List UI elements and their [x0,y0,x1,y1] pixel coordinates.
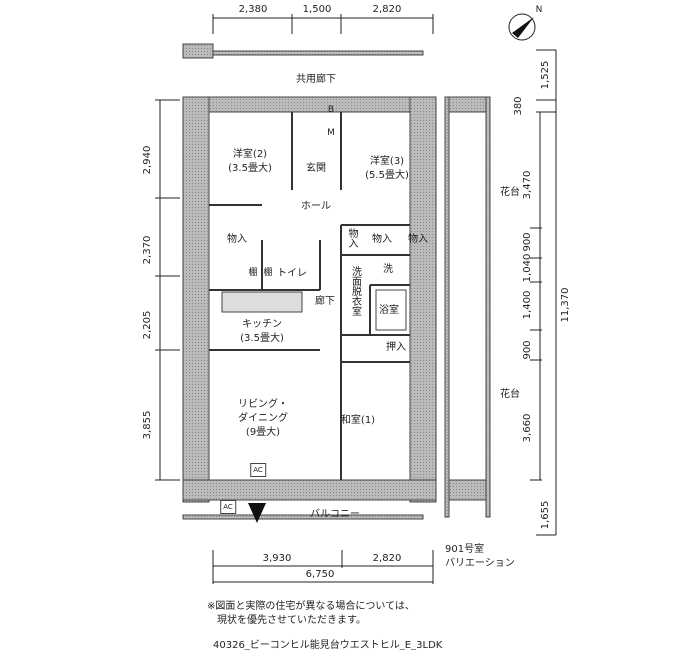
label-ac-1: AC [250,463,266,477]
label-b: B [327,105,335,115]
label-living-size: (9畳大) [245,427,281,438]
variation-label: バリエーション [445,558,515,569]
label-balcony: バルコニー [310,509,360,520]
label-western3: 洋室(3) [369,156,405,167]
dim-top-1: 2,380 [238,4,268,15]
label-common-corridor: 共用廊下 [296,74,336,85]
dim-right-1: 1,525 [540,60,551,90]
label-kitchen: キッチン [242,319,282,330]
dim-top-2: 1,500 [302,4,332,15]
vent-icon [248,503,266,523]
dim-left-1: 2,940 [142,145,153,175]
label-bath: 浴室 [379,305,399,316]
label-shelf-1: 棚 [248,268,258,278]
label-storage-2: 物入 [346,228,357,248]
label-dining: ダイニング [238,413,288,424]
label-storage-1: 物入 [227,234,247,245]
partitions [209,112,410,480]
label-toilet: トイレ [277,268,307,279]
label-living: リビング・ [238,399,288,410]
dim-right-7: 900 [522,340,533,360]
disclaimer-line-1: ※図面と実際の住宅が異なる場合については、 [207,601,415,612]
label-japanese: 和室(1) [340,415,376,426]
dim-right-3: 3,470 [522,170,533,200]
dim-right-5: 1,040 [522,253,533,283]
label-ac-2: AC [220,500,236,514]
dim-top-3: 2,820 [372,4,402,15]
variation-room: 901号室 [445,544,485,555]
dim-right-4: 900 [522,232,533,252]
label-kitchen-size: (3.5畳大) [240,333,284,344]
dimension-lines [155,14,557,584]
walls [182,43,491,520]
label-western2-size: (3.5畳大) [228,163,272,174]
dim-left-2: 2,370 [142,235,153,265]
label-washer: 洗 [383,264,393,275]
label-closet: 押入 [386,342,406,353]
dim-left-3: 2,205 [142,310,153,340]
label-western2: 洋室(2) [232,149,268,160]
label-flower-stand-1: 花台 [500,187,520,198]
dim-right-9: 1,655 [540,500,551,530]
kitchen-counter [221,291,303,313]
label-flower-stand-2: 花台 [500,389,520,400]
dim-bottom-2: 2,820 [372,553,402,564]
label-shelf-2: 棚 [263,268,273,278]
dim-right-2: 380 [513,96,524,116]
dim-bottom-total: 6,750 [305,569,335,580]
compass-icon [508,13,536,41]
dim-bottom-1: 3,930 [262,553,292,564]
disclaimer-line-2: 現状を優先させていただきます。 [217,615,366,626]
label-corridor: 廊下 [315,296,335,307]
label-entrance: 玄関 [306,163,326,174]
dim-right-8: 3,660 [522,413,533,443]
dim-right-6: 1,400 [522,290,533,320]
label-washroom: 洗面脱衣室 [349,266,361,316]
label-storage-3: 物入 [372,234,392,245]
label-m: M [327,128,335,138]
dim-right-total: 11,370 [560,287,571,323]
plan-caption: 40326_ビーコンヒル能見台ウエストヒル_E_3LDK [213,640,443,650]
label-hall: ホール [301,201,331,212]
label-western3-size: (5.5畳大) [365,170,409,181]
label-storage-4: 物入 [408,234,428,245]
compass-label: N [535,5,543,15]
dim-left-4: 3,855 [142,410,153,440]
bathtub [375,289,407,331]
